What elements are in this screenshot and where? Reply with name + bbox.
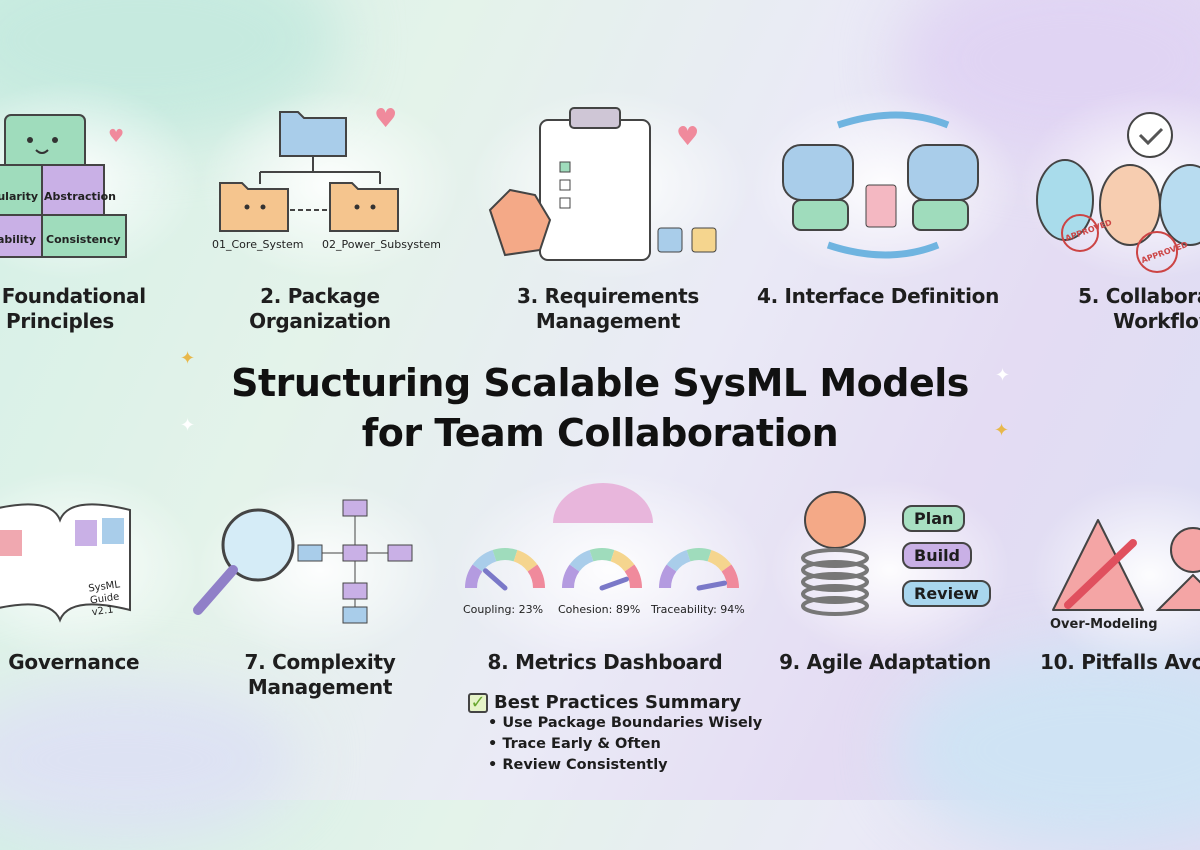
folder-label-power-subsystem: 02_Power_Subsystem_Logic	[322, 238, 440, 251]
summary-item: Review Consistently	[488, 755, 762, 776]
summary-item: Trace Early & Often	[488, 734, 762, 755]
panel-label: 8. Metrics Dashboard	[487, 650, 723, 674]
gauge-needle	[482, 568, 508, 591]
panel-label: 3. Requirements Management	[517, 284, 699, 333]
gauge-label-cohesion: Cohesion: 89%	[558, 603, 641, 616]
summary-item: Use Package Boundaries Wisely	[488, 713, 762, 734]
robots-handshake-illustration	[782, 111, 979, 259]
book-illustration	[0, 503, 131, 623]
panel-label: 7. Complexity Management	[244, 650, 396, 699]
step-build: Build	[902, 542, 973, 569]
gauge-segment	[562, 564, 580, 589]
dashboard-header	[553, 483, 653, 523]
gauge-label-coupling: Coupling: 23%	[463, 603, 544, 616]
gauge-segment	[686, 548, 712, 562]
heart-icon: ♥	[108, 126, 125, 147]
sparkle-icon: ✦	[180, 348, 196, 369]
panel-label: 10. Pitfalls Avoided	[1040, 650, 1200, 674]
lego-blocks-illustration	[0, 114, 127, 258]
block-label-abstraction: Abstraction	[44, 190, 116, 203]
gauge-label-traceability: Traceability: 94%	[651, 603, 745, 616]
panel-label: 9. Agile Adaptation	[779, 650, 991, 674]
sparkle-icon: ✦	[180, 415, 196, 436]
page-title: Structuring Scalable SysML Models for Te…	[0, 358, 1200, 458]
gauge-segment	[465, 564, 483, 589]
gauge-needle	[696, 580, 728, 591]
gauge-cohesion	[562, 548, 642, 591]
block-label-modularity: Modularity	[0, 190, 38, 203]
gauge-needle	[599, 576, 629, 591]
step-plan: Plan	[902, 505, 966, 532]
checkbox-check-icon: ✓	[468, 692, 488, 713]
gauge-segment	[527, 564, 545, 589]
panel-label: 1. Foundational Principles	[0, 284, 146, 333]
spring-character-illustration	[801, 491, 869, 616]
block-label-consistency: Consistency	[46, 233, 121, 246]
folder-tree-illustration	[219, 111, 399, 232]
title-line-2: for Team Collaboration	[361, 411, 839, 455]
panel-label: 2. Package Organization	[249, 284, 391, 333]
gauge-segment	[589, 548, 615, 562]
magnifier-diagram-illustration	[193, 499, 413, 624]
gauge-segment	[492, 548, 518, 562]
clipboard-illustration	[488, 107, 717, 261]
panel-label: 6. Governance	[0, 650, 140, 674]
gauge-segment	[513, 549, 538, 572]
panel-label: 5. Collaborative Workflow	[1078, 284, 1200, 333]
sparkle-icon: ✦	[995, 365, 1011, 386]
heart-icon: ♥	[374, 104, 398, 134]
block-label-reusability: Reusability	[0, 233, 36, 246]
best-practices-summary: ✓ Best Practices Summary Use Package Boun…	[468, 692, 762, 776]
gauge-segment	[666, 549, 691, 572]
folder-label-core-system: 01_Core_System	[212, 238, 304, 251]
step-review: Review	[902, 580, 991, 607]
gauge-traceability	[659, 548, 739, 591]
gauge-segment	[721, 564, 739, 589]
gauge-segment	[659, 564, 677, 589]
gauge-segment	[569, 549, 594, 572]
team-illustration	[1036, 112, 1200, 273]
gauge-coupling	[465, 548, 545, 591]
panel-label: 4. Interface Definition	[756, 284, 1000, 308]
warning-signs-illustration	[1052, 519, 1200, 611]
gauge-segment	[707, 549, 732, 572]
gauge-segment	[624, 564, 642, 589]
pitfall-label-over-modeling: Over-Modeling	[1050, 617, 1158, 632]
summary-title: Best Practices Summary	[494, 692, 742, 713]
book-title: SysML Guide v2.1	[87, 579, 121, 619]
sparkle-icon: ✦	[994, 420, 1010, 441]
gauge-segment	[610, 549, 635, 572]
gauge-segment	[472, 549, 497, 572]
heart-icon: ♥	[676, 122, 700, 152]
title-line-1: Structuring Scalable SysML Models	[231, 361, 969, 405]
gauges	[465, 548, 739, 591]
